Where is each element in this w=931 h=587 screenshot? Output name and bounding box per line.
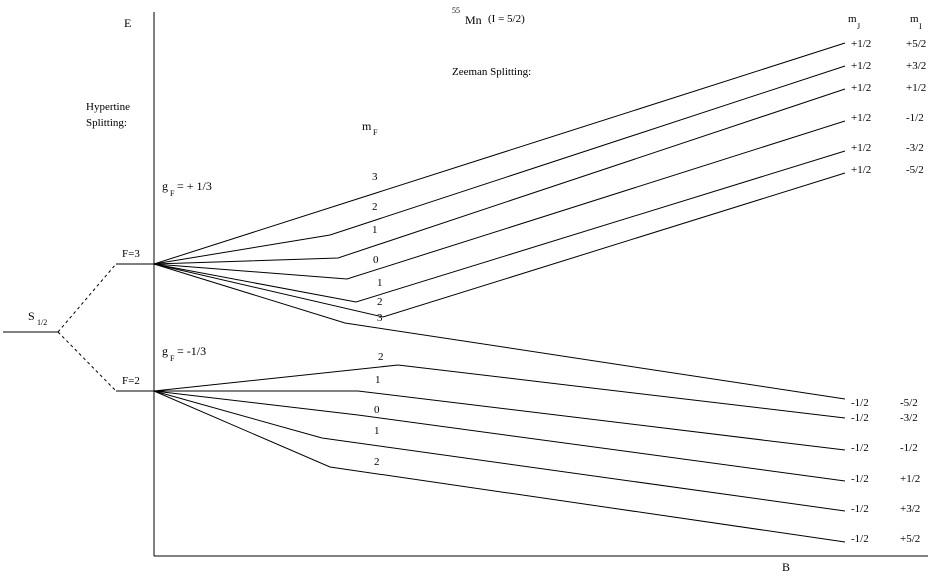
upper-mj-value: +1/2 (851, 112, 871, 124)
upper-mf-label: 3 (372, 171, 378, 183)
mj-header-symbol: m (848, 13, 857, 25)
lower-g-value: = -1/3 (177, 344, 206, 358)
hyperfine-label-line1: Hypertine (86, 101, 130, 113)
upper-mf-label: 2 (377, 296, 383, 308)
lower-mf-label: 1 (375, 374, 381, 386)
mf-header-symbol: m (362, 119, 372, 133)
upper-mj-value: +1/2 (851, 142, 871, 154)
lower-mj-value: -1/2 (851, 442, 869, 454)
lower-mi-value: +3/2 (900, 503, 920, 515)
upper-mj-value: +1/2 (851, 164, 871, 176)
f3-sublevel-line (153, 263, 846, 400)
lower-mf-label: 2 (374, 456, 380, 468)
lower-mj-value: -1/2 (851, 397, 869, 409)
mass-number: 55 (452, 6, 460, 15)
lower-mi-value: -3/2 (900, 412, 918, 424)
f3-sublevel-line (153, 150, 846, 303)
lower-g-subscript: F (170, 354, 175, 363)
field-axis-label: B (782, 560, 790, 574)
lower-mi-value: -1/2 (900, 442, 918, 454)
upper-mi-value: +3/2 (906, 60, 926, 72)
upper-g-subscript: F (170, 189, 175, 198)
upper-mf-label: 2 (372, 201, 378, 213)
upper-mf-label: 0 (373, 254, 379, 266)
hyperfine-label-line2: Splitting: (86, 117, 127, 129)
f3-sublevel-line (153, 65, 846, 265)
ground-state-subscript: 1/2 (37, 318, 47, 327)
lower-g-symbol: g (162, 344, 168, 358)
mf-header-subscript: F (373, 128, 378, 137)
mj-header-subscript: J (857, 22, 860, 31)
upper-mi-value: -5/2 (906, 164, 924, 176)
f2-label: F=2 (122, 375, 140, 387)
upper-mi-value: -1/2 (906, 112, 924, 124)
lower-mj-value: -1/2 (851, 503, 869, 515)
nuclear-spin: (I = 5/2) (488, 13, 525, 25)
lower-mi-value: +5/2 (900, 533, 920, 545)
f3-sublevel-line (153, 120, 846, 280)
zeeman-splitting-label: Zeeman Splitting: (452, 66, 531, 78)
lower-mf-label: 2 (378, 351, 384, 363)
ground-to-f3-connector (57, 263, 117, 333)
upper-mf-label: 3 (377, 312, 383, 324)
f2-sublevel-line (153, 390, 846, 482)
upper-mj-value: +1/2 (851, 38, 871, 50)
lower-mj-value: -1/2 (851, 533, 869, 545)
f3-sublevel-line (153, 42, 846, 265)
lower-mj-value: -1/2 (851, 412, 869, 424)
lower-mi-value: +1/2 (900, 473, 920, 485)
upper-mi-value: -3/2 (906, 142, 924, 154)
element-symbol: Mn (465, 13, 482, 27)
mi-header-subscript: I (919, 22, 922, 31)
lower-mf-label: 0 (374, 404, 380, 416)
upper-mf-label: 1 (377, 277, 383, 289)
f2-sublevel-line (153, 364, 846, 419)
f2-sublevel-line (153, 390, 846, 512)
lower-mf-label: 1 (374, 425, 380, 437)
upper-mi-value: +1/2 (906, 82, 926, 94)
f3-sublevel-line (153, 88, 846, 265)
ground-to-f2-connector (57, 331, 117, 392)
mi-header-symbol: m (910, 13, 919, 25)
energy-axis-label: E (124, 16, 131, 30)
f3-sublevel-line (153, 172, 846, 318)
upper-mi-value: +5/2 (906, 38, 926, 50)
upper-mj-value: +1/2 (851, 82, 871, 94)
f2-sublevel-line (153, 390, 846, 543)
upper-mj-value: +1/2 (851, 60, 871, 72)
f2-sublevel-line (154, 390, 846, 451)
upper-mf-label: 1 (372, 224, 378, 236)
lower-mi-value: -5/2 (900, 397, 918, 409)
upper-g-value: = + 1/3 (177, 179, 212, 193)
upper-g-symbol: g (162, 179, 168, 193)
ground-state-symbol: S (28, 309, 35, 323)
f3-label: F=3 (122, 248, 140, 260)
lower-mj-value: -1/2 (851, 473, 869, 485)
